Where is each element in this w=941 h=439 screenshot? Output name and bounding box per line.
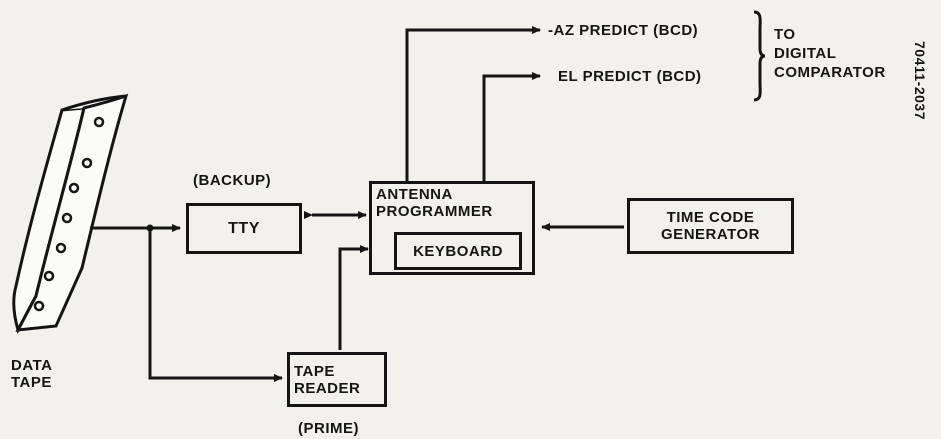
data-tape-label: DATA TAPE [11,357,53,391]
time-code-generator-label: TIME CODE GENERATOR [661,209,760,243]
brace-icon [753,10,766,102]
tty-box: TTY [186,203,302,254]
keyboard-box: KEYBOARD [394,232,522,270]
time-code-generator-box: TIME CODE GENERATOR [627,198,794,254]
tape-reader-prime-tag: (PRIME) [298,420,359,437]
tape-reader-box: TAPE READER [287,352,387,407]
keyboard-label: KEYBOARD [413,242,503,260]
el-predict-label: EL PREDICT (BCD) [558,68,702,85]
tty-label: TTY [228,220,260,237]
wire-el-output [482,72,541,181]
tape-reader-label: TAPE READER [294,363,361,397]
wire-az-output [405,26,541,181]
wire-to-tape-reader [148,228,283,382]
figure-id: 70411-2037 [911,41,928,120]
tty-backup-tag: (BACKUP) [193,172,272,189]
data-tape-icon [12,93,129,334]
antenna-programmer-box: ANTENNA PROGRAMMER KEYBOARD [369,181,535,275]
antenna-programmer-label: ANTENNA PROGRAMMER [376,186,493,220]
digital-comparator-label: TO DIGITAL COMPARATOR [774,26,886,81]
wire-reader-programmer [338,245,369,350]
az-predict-label: -AZ PREDICT (BCD) [548,22,699,39]
